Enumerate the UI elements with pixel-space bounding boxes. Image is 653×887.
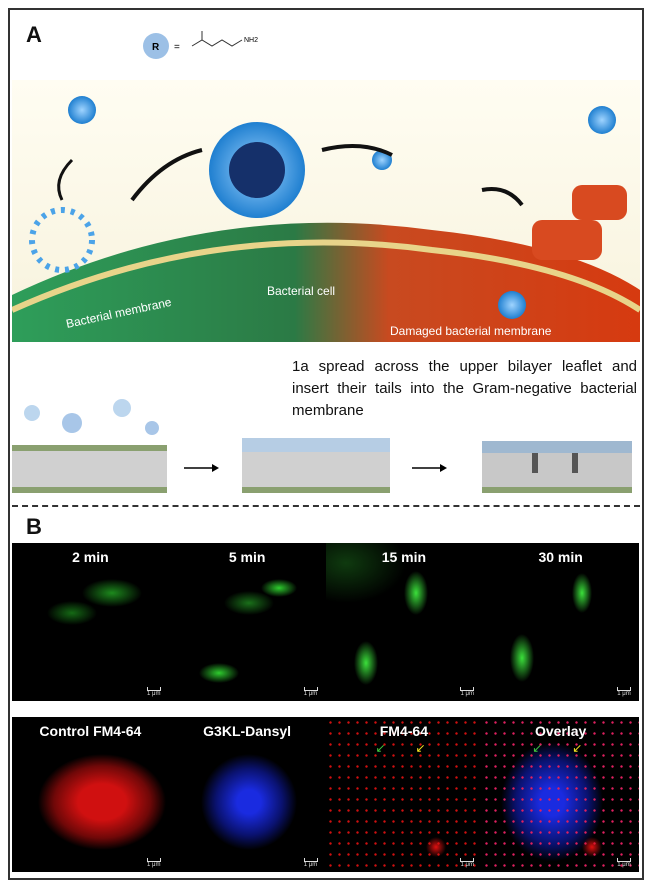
micrograph-fm4-64: FM4-64 ↙ ↙ 1 μm	[325, 717, 483, 872]
micrograph-overlay: Overlay ↙ ↙ 1 μm	[482, 717, 639, 872]
scale-bar: 1 μm	[617, 858, 631, 868]
membrane-snapshot-1	[12, 399, 167, 493]
time-label: 30 min	[538, 549, 583, 565]
nh2-label: NH2	[244, 37, 258, 44]
scale-bar: 1 μm	[303, 858, 318, 868]
green-arrow-icon: ↙	[532, 741, 543, 755]
yellow-arrow-icon: ↙	[572, 741, 583, 755]
scale-bar: 1 μm	[146, 858, 161, 868]
svg-text:=: =	[174, 42, 180, 53]
time-label: 15 min	[381, 549, 427, 565]
membrane-snapshot-3	[482, 441, 632, 493]
r-group-circle	[143, 33, 169, 59]
membrane-snapshot-2	[242, 438, 390, 493]
micrograph-30min: 30 min 1 μm	[482, 543, 639, 701]
section-divider	[12, 505, 640, 507]
green-arrow-icon: ↙	[375, 741, 386, 755]
stain-label: FM4-64	[379, 723, 428, 739]
scale-bar: 1 μm	[146, 687, 161, 697]
micrograph-control-fm4-64: Control FM4-64 1 μm	[12, 717, 169, 872]
r-group-label: R	[152, 42, 160, 53]
bacterial-cell-label: Bacterial cell	[267, 284, 335, 298]
scale-bar: 1 μm	[617, 687, 631, 697]
stain-label: G3KL-Dansyl	[203, 723, 292, 739]
time-label: 2 min	[72, 549, 109, 565]
stain-label: Control FM4-64	[39, 723, 142, 739]
mechanism-caption: 1a spread across the upper bilayer leafl…	[292, 358, 637, 419]
time-lapse-row: 2 min 1 μm 5 min 1 μm 15 min 1 μm 30 min…	[12, 543, 639, 701]
damaged-membrane-label: Damaged bacterial membrane	[390, 324, 552, 338]
micrograph-g3kl-dansyl: G3KL-Dansyl 1 μm	[168, 717, 326, 872]
figure-frame	[8, 8, 644, 880]
staining-row: Control FM4-64 1 μm G3KL-Dansyl 1 μm FM4…	[12, 717, 639, 872]
micrograph-15min: 15 min 1 μm	[325, 543, 483, 701]
scale-bar: 1 μm	[460, 858, 475, 868]
yellow-arrow-icon: ↙	[415, 741, 426, 755]
panel-b-label: B	[26, 514, 42, 539]
membrane-simulation-sequence	[12, 399, 632, 493]
time-label: 5 min	[228, 549, 266, 565]
micrograph-5min: 5 min 1 μm	[168, 543, 326, 701]
mechanism-illustration: Bacterial membrane Bacterial cell Damage…	[12, 80, 640, 342]
panel-a-label: A	[26, 22, 42, 47]
stain-label: Overlay	[534, 723, 587, 739]
micrograph-2min: 2 min 1 μm	[12, 543, 169, 701]
scale-bar: 1 μm	[303, 687, 318, 697]
r-group-structure: R = NH2	[143, 31, 258, 59]
scale-bar: 1 μm	[460, 687, 475, 697]
